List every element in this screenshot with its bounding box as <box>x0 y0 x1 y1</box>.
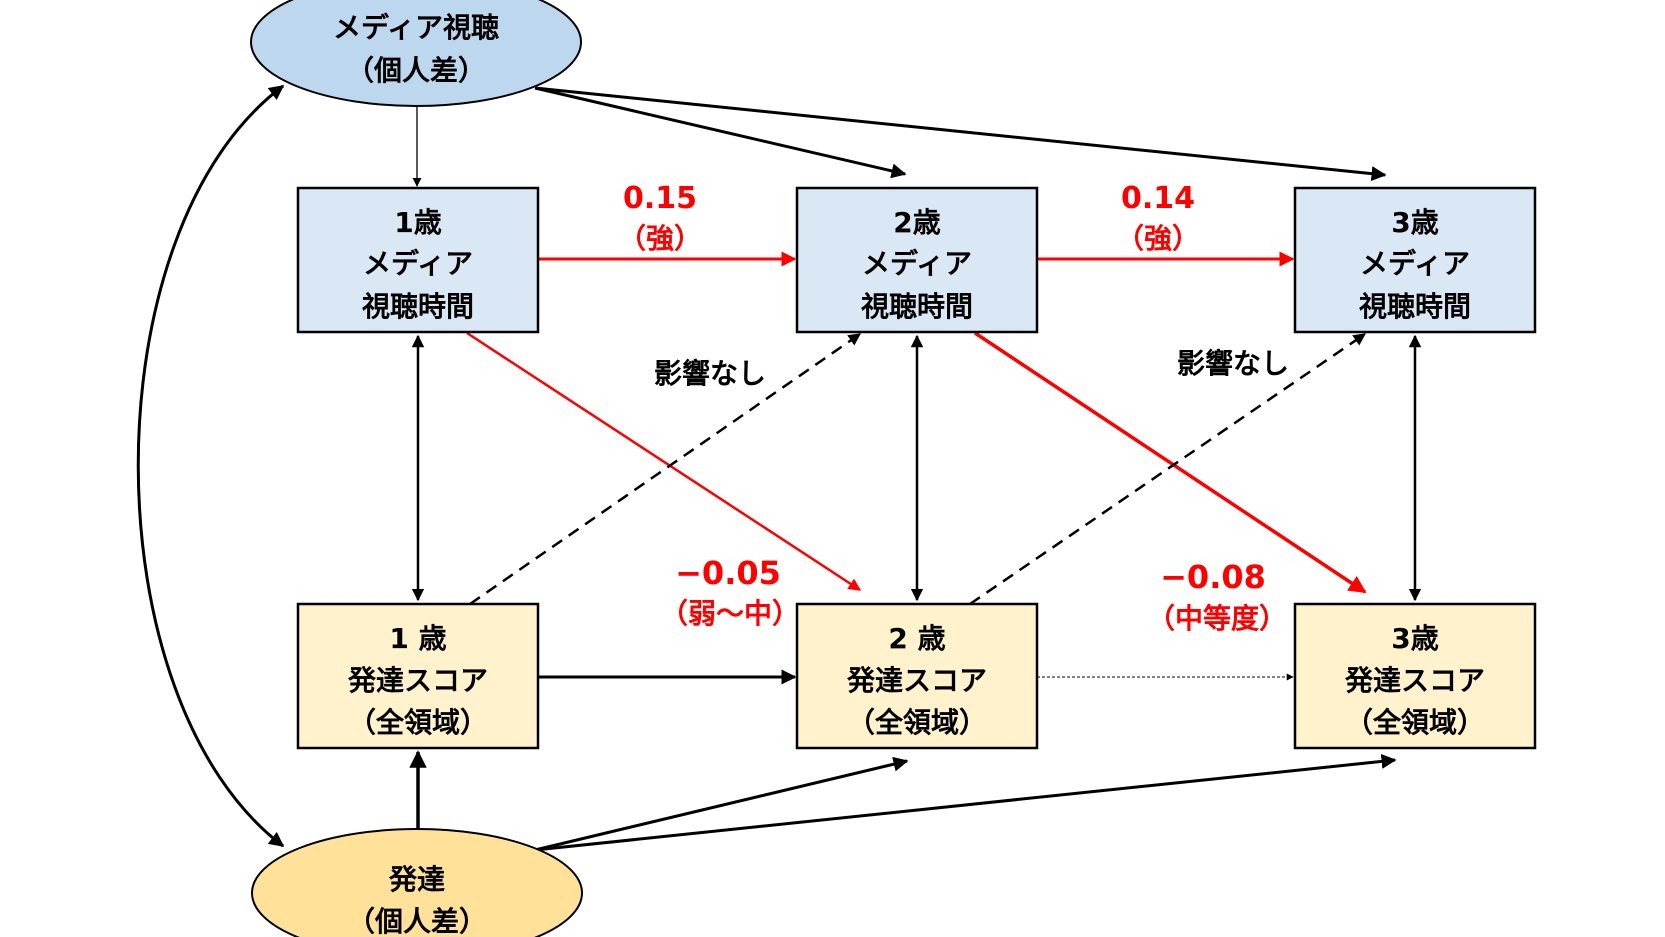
coef-value: −0.08 <box>1160 558 1266 596</box>
dev-latent-to-dev3-arrow <box>534 753 1397 852</box>
coef-value: −0.05 <box>675 554 781 592</box>
media-box-age2: 2歳 メディア 視聴時間 <box>795 186 1039 334</box>
coef-strength: （中等度） <box>1147 602 1287 635</box>
coef-value: 0.15 <box>623 181 697 216</box>
media-box-age1: 1歳 メディア 視聴時間 <box>296 186 540 334</box>
dev-box-line2: 発達スコア <box>347 664 488 697</box>
media-box-line2: メディア <box>1360 247 1470 280</box>
dev-box-age1: 1 歳 発達スコア （全領域） <box>296 602 540 750</box>
media-box-age3: 3歳 メディア 視聴時間 <box>1293 186 1537 334</box>
media-box-line3: 視聴時間 <box>861 290 973 323</box>
media-box-age-label: 2歳 <box>893 206 940 239</box>
coef-media1-to-dev2: −0.05 （弱～中） <box>660 554 800 630</box>
media-box-line3: 視聴時間 <box>1359 290 1471 323</box>
latent-covariance-arrow <box>136 84 285 848</box>
note-dev2-to-media3: 影響なし <box>1177 347 1289 380</box>
dev-latent-to-dev2-arrow <box>534 756 909 852</box>
media-box-age-label: 3歳 <box>1391 206 1438 239</box>
coef-media2-to-dev3: −0.08 （中等度） <box>1147 558 1287 635</box>
media-box-line2: メディア <box>862 247 972 280</box>
media-latent-line1: メディア視聴 <box>333 11 499 44</box>
note-dev1-to-media2: 影響なし <box>654 357 766 390</box>
dev-box-age2: 2 歳 発達スコア （全領域） <box>795 602 1039 750</box>
coef-strength: （強） <box>1116 222 1200 255</box>
media-box-line3: 視聴時間 <box>362 290 474 323</box>
dev-box-age-label: 3歳 <box>1391 622 1438 655</box>
coef-strength: （強） <box>618 222 702 255</box>
media-latent-line2: （個人差） <box>346 54 486 87</box>
media-latent-to-media2-arrow <box>534 86 907 179</box>
dev-box-line3: （全領域） <box>1345 706 1485 739</box>
media-box-age-label: 1歳 <box>394 206 441 239</box>
dev-box-line2: 発達スコア <box>846 664 987 697</box>
coef-strength: （弱～中） <box>660 597 800 630</box>
dev-box-age3: 3歳 発達スコア （全領域） <box>1293 602 1537 750</box>
dev-box-line3: （全領域） <box>348 706 488 739</box>
coef-value: 0.14 <box>1121 181 1195 216</box>
dev-box-age-label: 2 歳 <box>888 622 945 655</box>
dev-box-line3: （全領域） <box>847 706 987 739</box>
coef-media2-to-media3: 0.14 （強） <box>1116 181 1200 255</box>
media2-to-dev3-arrow <box>974 331 1367 594</box>
media-box-line2: メディア <box>363 247 473 280</box>
coef-media1-to-media2: 0.15 （強） <box>618 181 702 255</box>
dev-box-age-label: 1 歳 <box>389 622 446 655</box>
media1-to-dev2-arrow <box>466 331 862 592</box>
media-latent-node: メディア視聴 （個人差） <box>250 0 582 107</box>
media-latent-to-media3-arrow <box>534 86 1387 182</box>
dev-box-line2: 発達スコア <box>1344 664 1485 697</box>
dev-latent-node: 発達 （個人差） <box>251 828 583 937</box>
dev-latent-line1: 発達 <box>388 863 445 896</box>
dev-latent-line2: （個人差） <box>347 905 487 937</box>
